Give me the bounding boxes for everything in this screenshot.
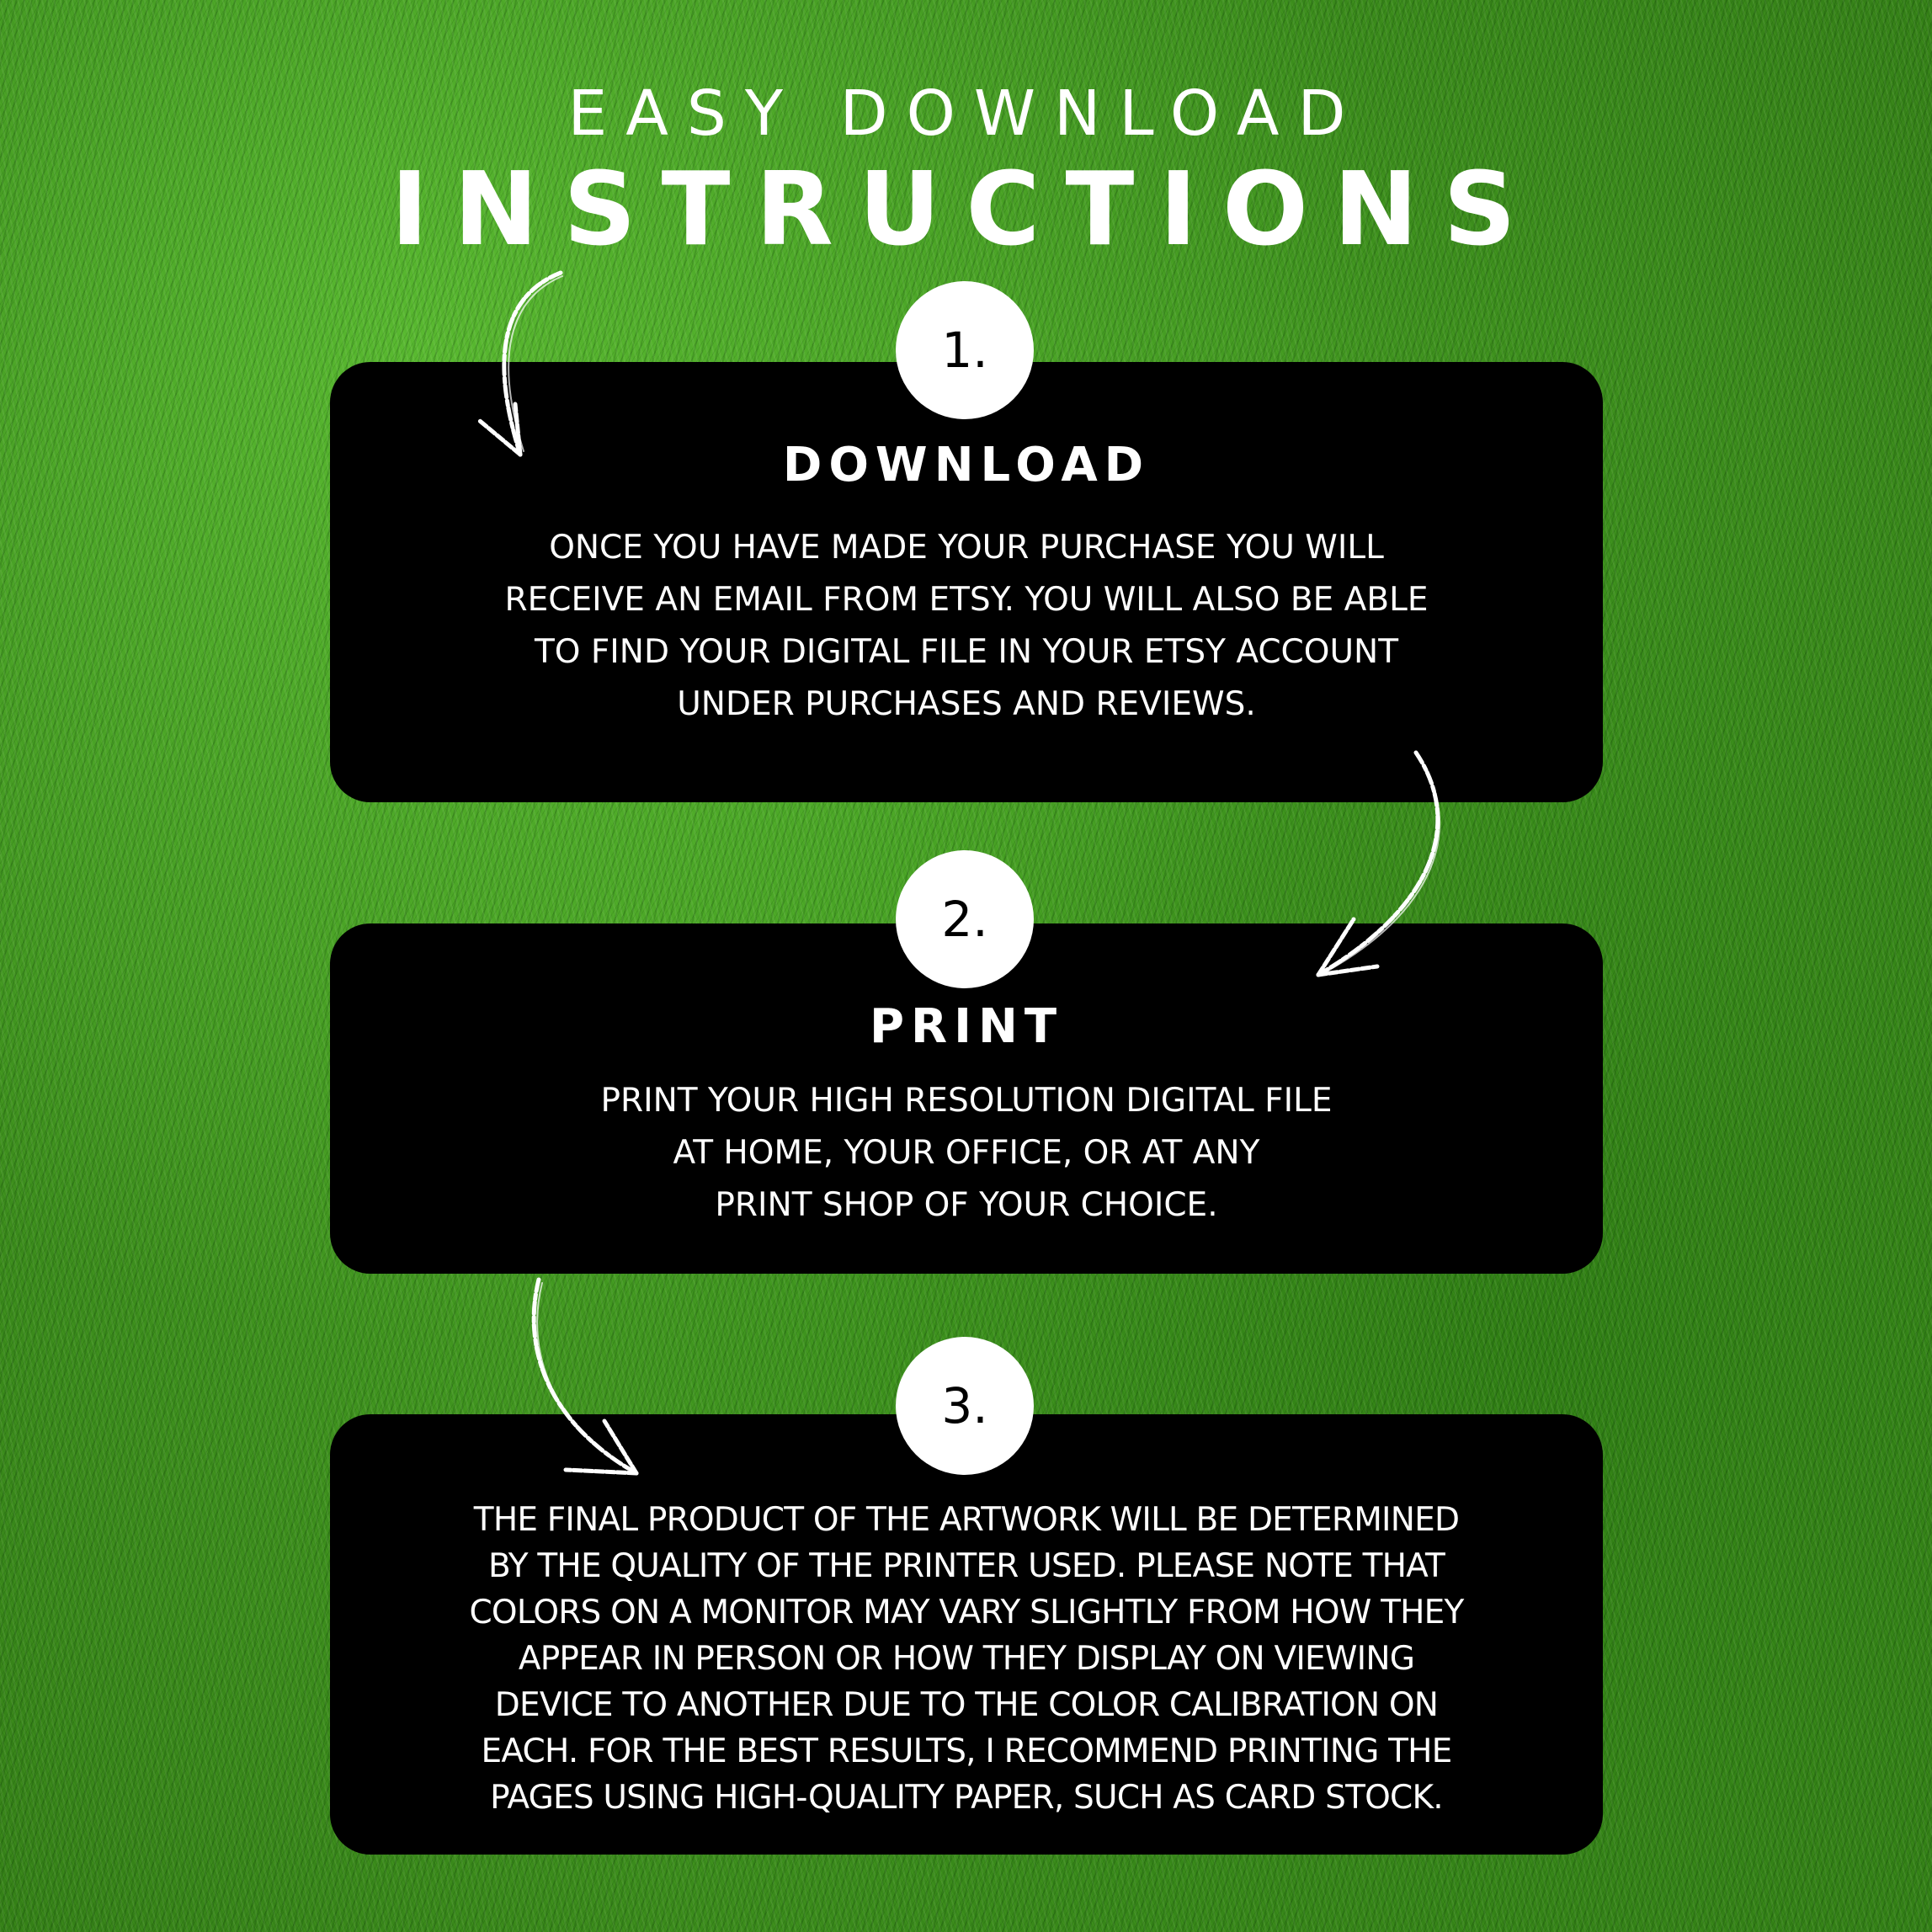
body-line: PRINT SHOP OF YOUR CHOICE.: [715, 1186, 1218, 1224]
step-badge-3: 3.: [896, 1337, 1034, 1475]
step-body-download: ONCE YOU HAVE MADE YOUR PURCHASE YOU WIL…: [364, 522, 1569, 731]
body-line: ONCE YOU HAVE MADE YOUR PURCHASE YOU WIL…: [549, 529, 1384, 567]
body-line: DEVICE TO ANOTHER DUE TO THE COLOR CALIB…: [494, 1686, 1439, 1724]
step-title-print: PRINT: [869, 999, 1064, 1054]
chalk-arrow-icon: [1316, 750, 1441, 977]
step-badge-1: 1.: [896, 281, 1034, 419]
heading-top: EASY DOWNLOAD: [567, 77, 1365, 150]
step-card-download: DOWNLOAD ONCE YOU HAVE MADE YOUR PURCHAS…: [330, 362, 1603, 802]
body-line: BY THE QUALITY OF THE PRINTER USED. PLEA…: [487, 1547, 1445, 1585]
page-title: INSTRUCTIONS: [391, 152, 1541, 269]
body-line: UNDER PURCHASES AND REVIEWS.: [677, 685, 1256, 723]
chalk-arrow-icon: [531, 1277, 639, 1476]
body-line: THE FINAL PRODUCT OF THE ARTWORK WILL BE…: [473, 1501, 1460, 1539]
step-badge-2: 2.: [896, 850, 1034, 988]
body-line: AT HOME, YOUR OFFICE, OR AT ANY: [673, 1134, 1260, 1172]
body-line: COLORS ON A MONITOR MAY VARY SLIGHTLY FR…: [469, 1594, 1465, 1631]
step-card-result: THE FINAL PRODUCT OF THE ARTWORK WILL BE…: [330, 1414, 1603, 1855]
body-line: TO FIND YOUR DIGITAL FILE IN YOUR ETSY A…: [534, 633, 1399, 671]
body-line: PRINT YOUR HIGH RESOLUTION DIGITAL FILE: [600, 1082, 1333, 1120]
step-body-print: PRINT YOUR HIGH RESOLUTION DIGITAL FILE …: [364, 1075, 1569, 1232]
chalk-arrow-icon: [477, 270, 563, 457]
body-line: EACH. FOR THE BEST RESULTS, I RECOMMEND …: [481, 1732, 1453, 1770]
step-card-print: PRINT PRINT YOUR HIGH RESOLUTION DIGITAL…: [330, 923, 1603, 1274]
step-title-download: DOWNLOAD: [782, 438, 1151, 492]
step-body-result: THE FINAL PRODUCT OF THE ARTWORK WILL BE…: [364, 1497, 1569, 1821]
body-line: APPEAR IN PERSON OR HOW THEY DISPLAY ON …: [518, 1640, 1415, 1678]
body-line: RECEIVE AN EMAIL FROM ETSY. YOU WILL ALS…: [504, 581, 1429, 619]
body-line: PAGES USING HIGH-QUALITY PAPER, SUCH AS …: [490, 1779, 1443, 1817]
